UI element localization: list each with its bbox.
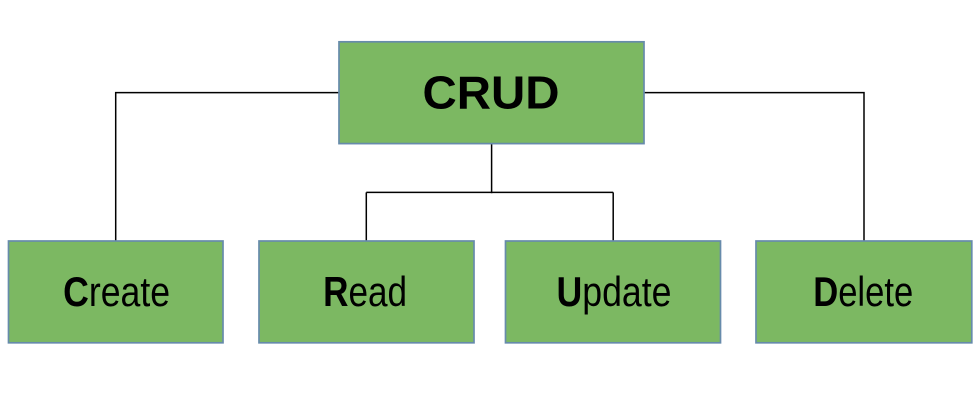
- svg-text:Read: Read: [323, 268, 407, 315]
- svg-text:CRUD: CRUD: [423, 67, 560, 119]
- svg-text:Create: Create: [63, 268, 170, 315]
- svg-text:Delete: Delete: [813, 268, 913, 315]
- svg-text:Update: Update: [557, 268, 672, 315]
